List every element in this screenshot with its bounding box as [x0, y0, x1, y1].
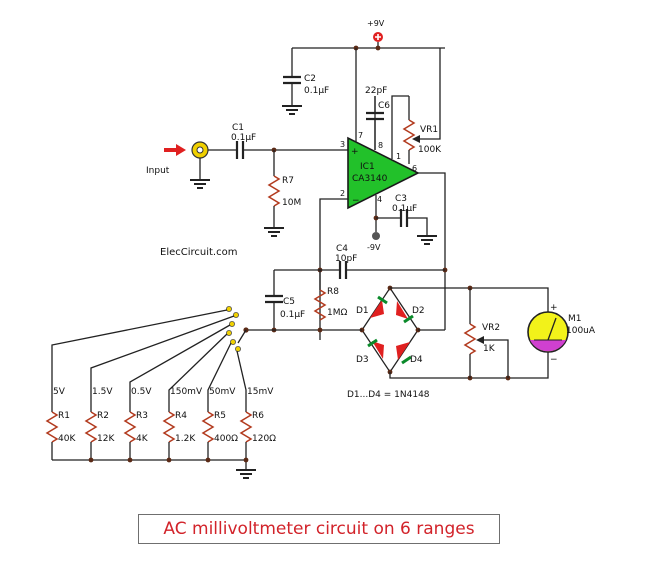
opamp-plus: + [351, 147, 359, 157]
range-r2: 1.5V R2 12K [84, 387, 115, 460]
range-selector-switch[interactable] [51, 305, 249, 412]
range-r2-label: 1.5V [92, 387, 113, 397]
caption: AC millivoltmeter circuit on 6 ranges [138, 514, 500, 544]
r8-ref: R8 [327, 287, 339, 297]
resistor-r7: R7 10M [264, 150, 301, 237]
range-r2-ref: R2 [97, 411, 109, 421]
range-r3-ref: R3 [136, 411, 148, 421]
capacitor-c5: C5 0.1µF [265, 270, 305, 333]
diode-d3 [367, 338, 384, 359]
range-resistor-bank: 5V R1 40K 1.5V R2 12K 0.5V R3 4K 150mV R… [45, 387, 276, 479]
watermark: ElecCircuit.com [160, 247, 237, 258]
input-section: Input [146, 141, 236, 189]
opamp-pin1: 1 [396, 152, 401, 161]
range-r1-label: 5V [53, 387, 66, 397]
m1-ref: M1 [568, 314, 582, 324]
range-r5-label: 50mV [209, 387, 236, 397]
opamp-pin8: 8 [378, 141, 383, 150]
positive-supply: +9V [292, 19, 445, 51]
c1-value: 0.1µF [231, 133, 256, 143]
range-r4-value: 1.2K [175, 434, 196, 444]
range-r5-ref: R5 [214, 411, 226, 421]
meter-m1: + − M1 100uA [527, 303, 596, 365]
negative-supply: -9V C3 0.1µF [367, 194, 437, 252]
positive-supply-label: +9V [367, 19, 385, 28]
r7-ref: R7 [282, 176, 294, 186]
range-r4-label: 150mV [170, 387, 203, 397]
range-r6-ref: R6 [252, 411, 264, 421]
c2-ref: C2 [304, 74, 316, 84]
c5-value: 0.1µF [280, 310, 305, 320]
opamp-pin7: 7 [358, 131, 363, 140]
c3-value: 0.1µF [392, 204, 417, 214]
c4-value: 10pF [335, 254, 357, 264]
c6-ref: C6 [378, 101, 390, 111]
range-r3-value: 4K [136, 434, 149, 444]
range-r6-label: 15mV [247, 387, 274, 397]
d2-label: D2 [412, 306, 425, 316]
range-r4-ref: R4 [175, 411, 187, 421]
capacitor-c2: C2 0.1µF [282, 48, 329, 115]
vr1-ref: VR1 [420, 125, 438, 135]
range-r4: 150mV R4 1.2K [162, 387, 203, 460]
input-label: Input [146, 166, 170, 176]
range-r3: 0.5V R3 4K [123, 387, 152, 460]
c2-value: 0.1µF [304, 86, 329, 96]
resistor-r8: R8 1MΩ [313, 270, 347, 321]
meter-minus: − [550, 355, 558, 365]
range-r1-value: 40K [58, 434, 76, 444]
d1-label: D1 [356, 306, 369, 316]
m1-value: 100uA [566, 326, 596, 336]
c6-value: 22pF [365, 86, 387, 96]
capacitor-c1: C1 0.1µF [231, 123, 348, 159]
negative-supply-terminal [372, 232, 380, 240]
diode-d2 [396, 301, 414, 324]
d4-label: D4 [410, 355, 423, 365]
opamp-ref: IC1 [360, 162, 375, 172]
meter-plus: + [550, 303, 558, 313]
opamp-part: CA3140 [352, 174, 388, 184]
range-r2-value: 12K [97, 434, 115, 444]
opamp-pin4: 4 [377, 195, 382, 204]
range-r6: 15mV R6 120Ω [239, 387, 276, 460]
range-r3-label: 0.5V [131, 387, 152, 397]
opamp-pin3: 3 [340, 140, 345, 149]
diode-bridge: D1 D2 D3 D4 D1...D4 = 1N4148 [347, 285, 430, 400]
range-r5-value: 400Ω [214, 434, 238, 444]
diode-d1 [370, 295, 388, 318]
c3-ref: C3 [395, 194, 407, 204]
vr2-ref: VR2 [482, 323, 500, 333]
range-r6-value: 120Ω [252, 434, 276, 444]
range-r5: 50mV R5 400Ω [201, 387, 238, 460]
potentiometer-vr1[interactable]: VR1 100K [402, 48, 442, 164]
c4-ref: C4 [336, 244, 348, 254]
range-r1: 5V R1 40K [45, 387, 76, 460]
opamp-body [347, 136, 420, 210]
r8-value: 1MΩ [327, 308, 347, 318]
r7-value: 10M [282, 198, 301, 208]
opamp-ic1: IC1 CA3140 + − 3 2 7 8 1 6 4 [340, 48, 420, 210]
opamp-pin6: 6 [412, 164, 417, 173]
capacitor-c6: 22pF C6 [365, 86, 390, 150]
diode-d4 [396, 342, 412, 365]
vr1-value: 100K [418, 145, 442, 155]
meter-needle [547, 317, 557, 341]
vr2-value: 1K [483, 344, 496, 354]
negative-supply-label: -9V [367, 243, 381, 252]
caption-text: AC millivoltmeter circuit on 6 ranges [163, 519, 475, 539]
c1-ref: C1 [232, 123, 244, 133]
range-r1-ref: R1 [58, 411, 70, 421]
potentiometer-vr2[interactable]: VR2 1K [463, 288, 509, 378]
d3-label: D3 [356, 355, 369, 365]
diode-part-note: D1...D4 = 1N4148 [347, 390, 430, 400]
c5-ref: C5 [283, 297, 295, 307]
opamp-pin2: 2 [340, 189, 345, 198]
opamp-minus: − [352, 196, 360, 206]
capacitor-c4: C4 10pF [274, 244, 445, 279]
